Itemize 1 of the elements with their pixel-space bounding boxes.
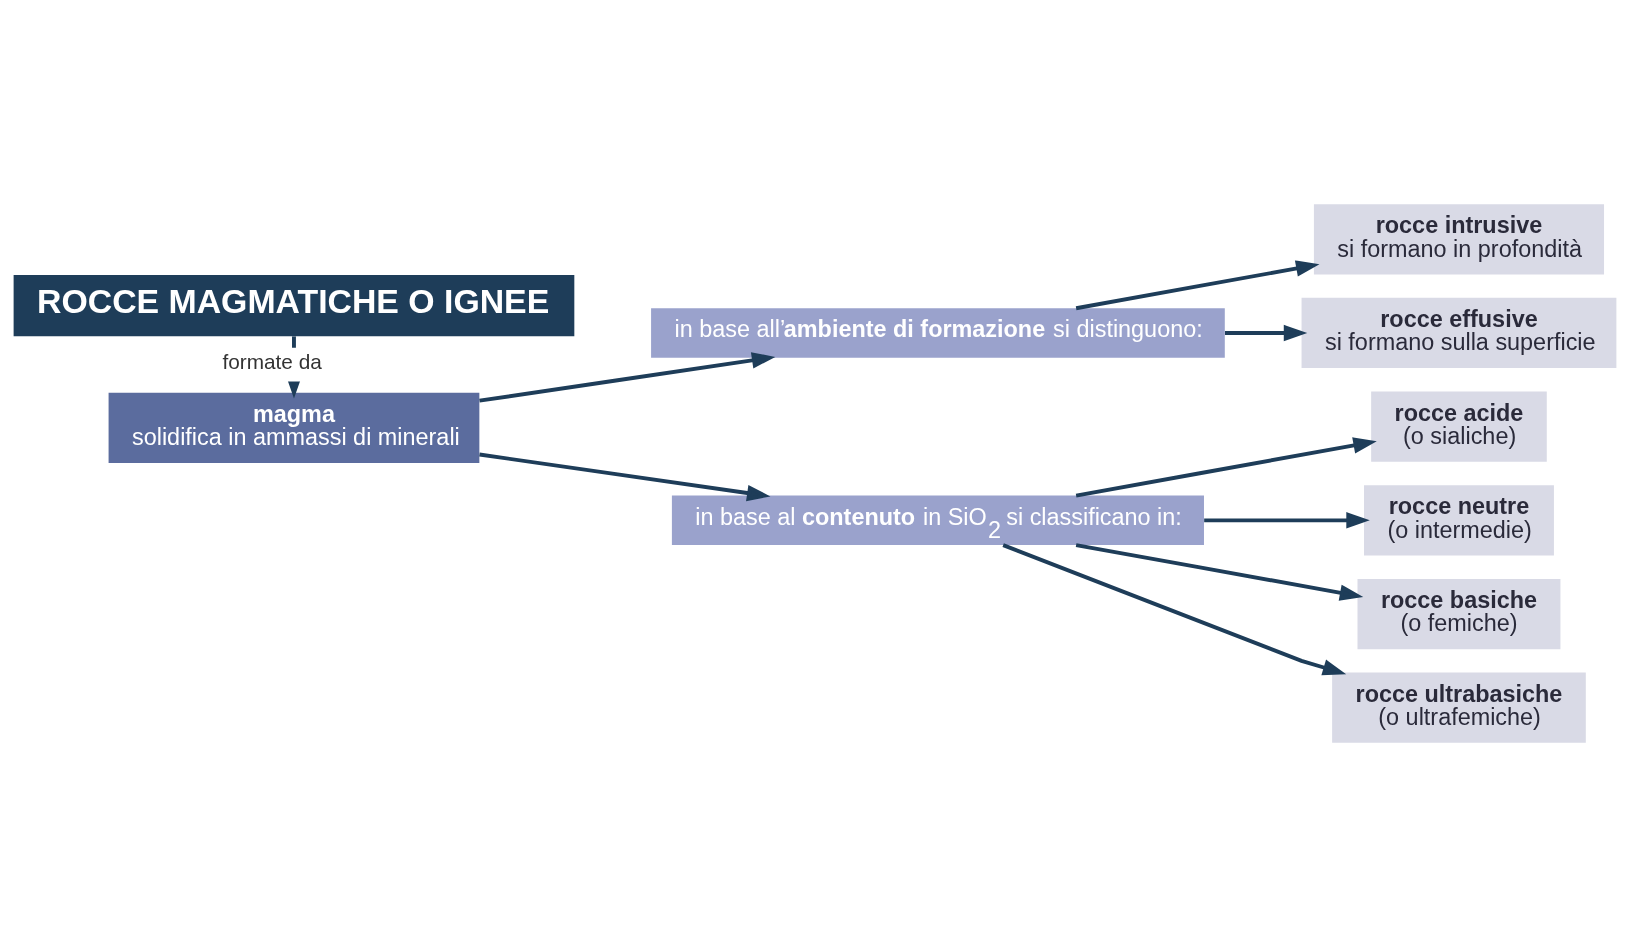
edge-label: formate da	[222, 350, 322, 374]
